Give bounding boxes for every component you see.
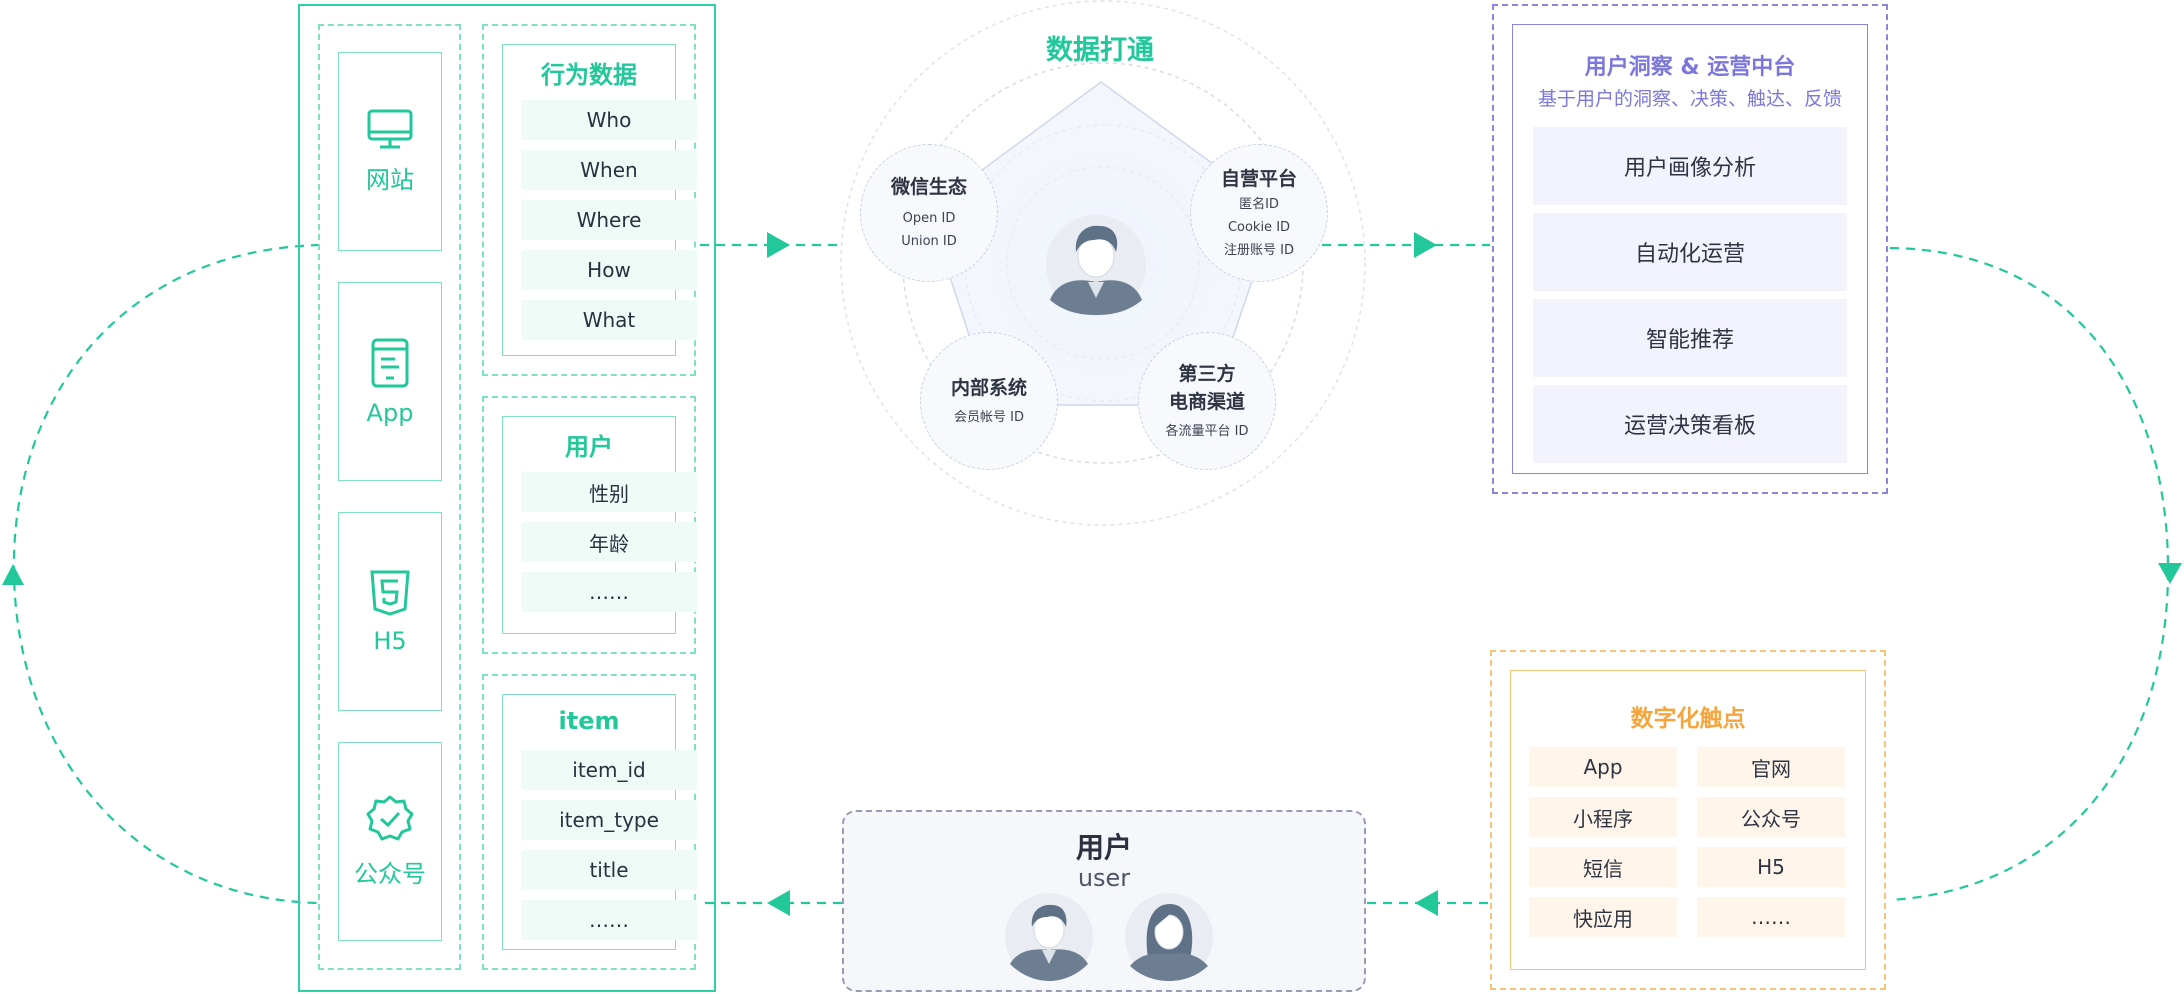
touchpoint-item: H5: [1697, 847, 1845, 887]
touchpoint-item: ……: [1697, 897, 1845, 937]
touchpoint-item: 小程序: [1529, 797, 1677, 837]
item-attr-item: title: [521, 850, 697, 890]
source-card-app: App: [338, 282, 442, 481]
arrow-right-icon: [1414, 232, 1437, 258]
behavior-item: What: [521, 300, 697, 340]
touchpoints-group: [1490, 650, 1886, 990]
hub-node-wechat-line: Open ID: [902, 211, 956, 226]
hub-node-internal-line: 会员帐号 ID: [954, 409, 1024, 425]
behavior-item: Where: [521, 200, 697, 240]
source-card-website: 网站: [338, 52, 442, 251]
hub-node-third-party-title: 电商渠道: [1168, 390, 1245, 413]
hub-node-internal-title: 内部系统: [950, 376, 1027, 399]
source-label-website: 网站: [366, 166, 414, 194]
insight-group: [1492, 4, 1888, 494]
hub-node-wechat-line: Union ID: [901, 234, 957, 249]
hub-node-self-platform-title: 自营平台: [1220, 167, 1297, 190]
hub-node-self-platform: 自营平台 匿名ID Cookie ID 注册账号 ID: [1190, 144, 1328, 282]
hub-node-self-platform-line: 注册账号 ID: [1224, 242, 1294, 258]
hub-node-self-platform-line: Cookie ID: [1227, 219, 1291, 235]
data-sources-panel: [298, 4, 716, 992]
source-label-app: App: [366, 398, 414, 427]
behavior-data-list: Who When Where How What: [484, 44, 734, 356]
touchpoint-item: 快应用: [1529, 897, 1677, 937]
insight-subtitle: 基于用户的洞察、决策、触达、反馈: [1537, 88, 1842, 110]
item-attr-item: ……: [521, 900, 697, 940]
user-subtitle: user: [1077, 864, 1131, 892]
female-avatar: [1125, 893, 1213, 981]
source-column: [318, 24, 461, 970]
html5-icon: [370, 570, 410, 616]
item-attr-item: item_id: [521, 750, 697, 790]
touchpoint-item: 短信: [1529, 847, 1677, 887]
item-attrs-list: item_id item_type title ……: [484, 694, 734, 950]
source-card-h5: H5: [338, 512, 442, 711]
insight-item: 运营决策看板: [1533, 385, 1847, 463]
male-avatar: [1005, 893, 1093, 981]
arrow-up-icon: [2, 564, 24, 585]
hub-node-wechat-title: 微信生态: [890, 176, 967, 198]
insight-card: 用户洞察 & 运营中台 基于用户的洞察、决策、触达、反馈 用户画像分析 自动化运…: [1512, 24, 1868, 474]
hub-rings: [840, 0, 1366, 526]
arrow-right-icon: [767, 232, 790, 258]
hub-node-internal: 内部系统 会员帐号 ID: [920, 332, 1058, 470]
behavior-data-title: 行为数据: [541, 61, 637, 89]
source-label-official-account: 公众号: [354, 860, 426, 888]
touchpoint-item: 公众号: [1697, 797, 1845, 837]
behavior-item: How: [521, 250, 697, 290]
insight-item: 自动化运营: [1533, 213, 1847, 291]
hub-node-wechat: 微信生态 Open ID Union ID: [860, 144, 998, 282]
user-attrs-title: 用户: [565, 433, 613, 461]
user-attr-item: 性别: [521, 472, 697, 512]
hub-node-third-party-line: 各流量平台 ID: [1165, 423, 1249, 439]
behavior-data-card: 行为数据: [502, 44, 676, 356]
user-title: 用户: [1075, 831, 1132, 864]
touchpoint-item: 官网: [1697, 747, 1845, 787]
touchpoints-card: 数字化触点 App 官网 小程序 公众号 短信 H5 快应用 ……: [1510, 670, 1866, 970]
hub-title: 数据打通: [1046, 35, 1154, 66]
arrow-left-icon: [767, 890, 790, 916]
touchpoint-item: App: [1529, 747, 1677, 787]
user-attrs-list: 性别 年龄 ……: [484, 416, 734, 634]
user-box: 用户 user: [842, 810, 1366, 992]
hub-node-third-party: 第三方 电商渠道 各流量平台 ID: [1138, 332, 1276, 470]
insight-title: 用户洞察 & 运营中台: [1584, 55, 1796, 80]
behavior-item: Who: [521, 100, 697, 140]
hub-node-third-party-title: 第三方: [1178, 362, 1236, 385]
hub-node-self-platform-line: 匿名ID: [1239, 196, 1279, 212]
insight-item: 用户画像分析: [1533, 127, 1847, 205]
touchpoints-title: 数字化触点: [1630, 706, 1746, 732]
user-attr-item: 年龄: [521, 522, 697, 562]
right-loop-arc: [1889, 246, 2170, 902]
source-label-h5: H5: [373, 626, 407, 655]
source-card-official-account: 公众号: [338, 742, 442, 941]
behavior-item: When: [521, 150, 697, 190]
item-attrs-title: item: [558, 707, 620, 735]
arrow-left-icon: [1415, 890, 1438, 916]
insight-item: 智能推荐: [1533, 299, 1847, 377]
mobile-phone-icon: [371, 338, 409, 387]
left-loop-arc: [12, 243, 321, 905]
user-attr-item: ……: [521, 572, 697, 612]
monitor-icon: [367, 109, 413, 149]
item-attr-item: item_type: [521, 800, 697, 840]
arrow-down-icon: [2158, 563, 2182, 584]
verified-badge-icon: [366, 795, 414, 841]
